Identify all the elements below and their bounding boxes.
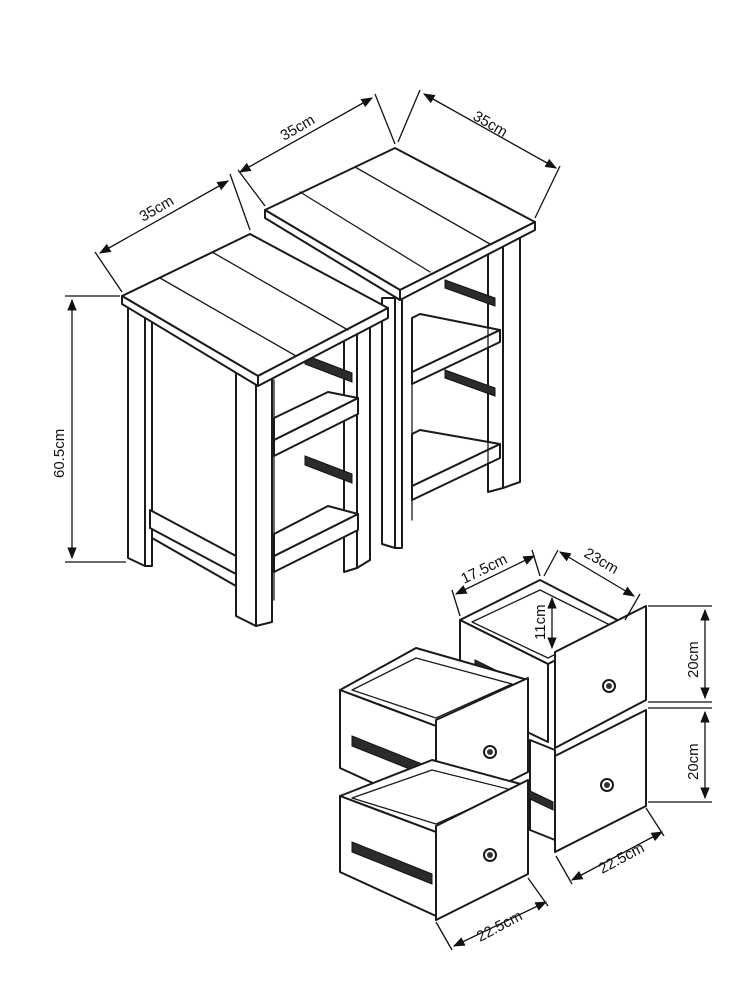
label-drawer-inner-depth: 23cm: [581, 545, 621, 578]
dim-arrow-drawer-inner-depth: [558, 551, 636, 597]
back-unit-top-plank-line-1: [299, 191, 431, 273]
drawer-lower-left-runner: [351, 841, 433, 885]
back-unit-lower-runner: [444, 369, 496, 397]
back-unit-upper-runner: [444, 279, 496, 307]
ext-line-j: [531, 549, 541, 577]
back-bedside-unit: [264, 147, 536, 549]
ext-line-r: [645, 807, 665, 837]
label-top-depth: 35cm: [470, 108, 510, 141]
drawer-lower-left: [339, 759, 529, 921]
front-unit-left-leg: [127, 305, 146, 567]
ext-line-a: [94, 251, 123, 293]
ext-line-q: [555, 855, 573, 885]
dim-arrow-drawer-front-width-right: [570, 831, 664, 881]
ext-line-c: [237, 169, 266, 207]
ext-line-l: [543, 549, 559, 577]
dim-arrow-drawer-front-width-left: [452, 901, 548, 947]
drawer-lower-right: [527, 709, 647, 853]
back-unit-top-plank-line-2: [354, 166, 491, 245]
label-drawer-inner-width: 17.5cm: [458, 551, 510, 588]
drawer-lower-left-front: [435, 779, 529, 921]
ext-line-i: [451, 589, 461, 617]
back-unit-side-leg: [502, 227, 521, 489]
ext-line-k: [624, 593, 641, 621]
drawer-upper-right-knob-dot: [606, 683, 612, 689]
front-unit-top-plank-line-1: [159, 277, 297, 357]
ext-line-b: [229, 173, 251, 231]
label-drawer-front-height-upper: 20cm: [685, 641, 702, 678]
back-unit-front-leg-side: [394, 295, 403, 549]
label-height: 60.5cm: [51, 429, 68, 478]
ext-line-d: [374, 93, 396, 145]
front-unit-top-edge-right: [257, 307, 389, 387]
front-unit-top-plank-line-2: [211, 251, 349, 331]
ext-line-s: [435, 921, 453, 951]
back-unit-top-edge-right: [399, 221, 536, 301]
back-unit-front-leg: [381, 297, 396, 549]
dim-arrow-top-width-right: [238, 97, 374, 173]
front-unit-lower-runner: [304, 455, 353, 484]
front-unit-front-leg-side: [255, 367, 273, 627]
front-bedside-unit: [121, 233, 389, 627]
dim-arrow-top-width-left: [98, 180, 230, 254]
drawer-lower-right-front: [554, 709, 647, 853]
ext-line-t: [527, 877, 549, 907]
front-unit-front-leg: [235, 365, 257, 627]
label-drawer-front-height-lower: 20cm: [685, 743, 702, 780]
dim-arrow-drawer-inner-width: [454, 555, 536, 595]
label-drawer-front-width-left: 22.5cm: [474, 907, 525, 945]
drawer-upper-right-front: [554, 605, 647, 749]
ext-line-e: [397, 89, 421, 143]
ext-line-f: [534, 165, 561, 219]
drawer-lower-right-side: [529, 739, 556, 841]
label-drawer-front-width-right: 22.5cm: [596, 839, 647, 877]
drawer-upper-left-inner: [351, 657, 513, 719]
drawer-upper-left-knob-dot: [487, 749, 493, 755]
dim-arrow-top-depth: [422, 93, 558, 169]
drawer-lower-right-knob-dot: [604, 782, 610, 788]
drawer-lower-left-knob-dot: [487, 852, 493, 858]
label-drawer-inner-height: 11cm: [532, 604, 549, 640]
